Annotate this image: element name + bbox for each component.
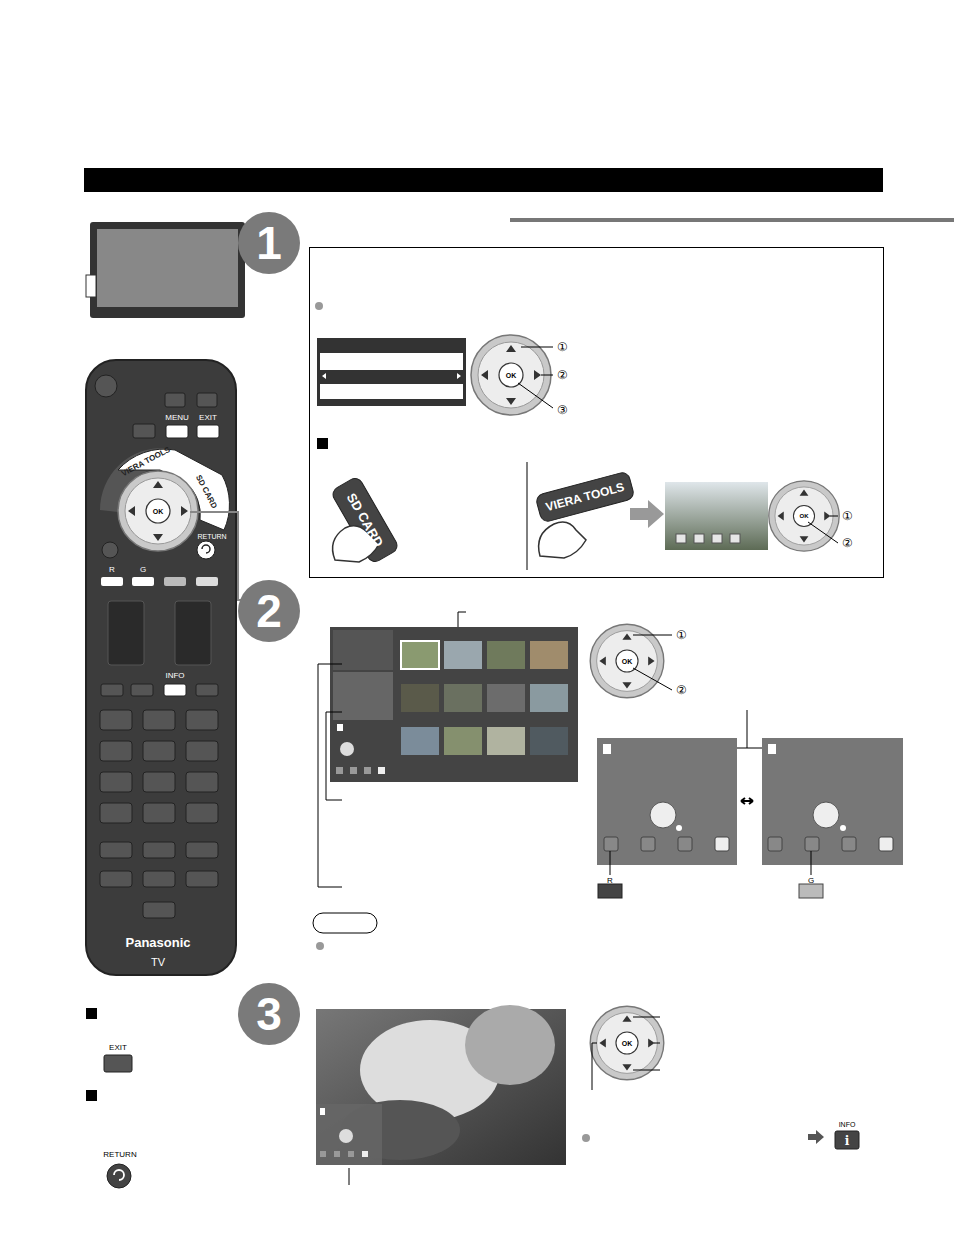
button-label: G	[140, 566, 146, 574]
button-label: RETURN	[197, 533, 226, 540]
step-number: 3	[256, 991, 282, 1037]
step-number: 1	[256, 220, 282, 266]
button-label: OK	[800, 513, 809, 519]
button-label: Panasonic	[125, 936, 190, 949]
button-label: ②	[676, 684, 687, 696]
button-label: OK	[622, 1040, 633, 1047]
button-label: INFO	[165, 672, 184, 680]
step-number-circle: 3	[238, 983, 300, 1045]
button-label: ①	[557, 341, 568, 353]
button-label: MENU	[165, 414, 189, 422]
button-label: OK	[506, 372, 517, 379]
button-label: R	[607, 877, 613, 885]
button-label: ③	[557, 404, 568, 416]
button-label: R	[109, 566, 115, 574]
button-label: INFO	[839, 1121, 856, 1128]
button-label: TV	[151, 957, 165, 968]
button-label: OK	[622, 658, 633, 665]
button-label: ①	[842, 510, 853, 522]
button-label: ②	[557, 369, 568, 381]
button-label: ①	[676, 629, 687, 641]
button-label: ②	[842, 537, 853, 549]
step-number-circle: 2	[238, 580, 300, 642]
button-label: EXIT	[199, 414, 217, 422]
button-label: G	[808, 877, 814, 885]
button-label: OK	[153, 508, 164, 515]
step-number-circle: 1	[238, 212, 300, 274]
button-label: EXIT	[109, 1044, 127, 1052]
info-icon: i	[845, 1134, 850, 1148]
button-label: RETURN	[103, 1151, 136, 1159]
step-number: 2	[256, 588, 282, 634]
